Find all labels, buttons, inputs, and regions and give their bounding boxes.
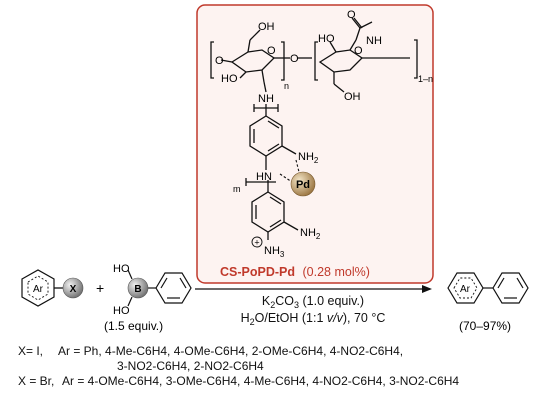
atom-oh-ring1: OH bbox=[258, 21, 275, 33]
pd-ball bbox=[290, 171, 316, 197]
atom-o-bridge: O bbox=[290, 53, 299, 65]
solvent-condition: H2O/EtOH (1:1 v/v), 70 °C bbox=[240, 311, 386, 327]
legend-iodides-cont: 3-NO2-C6H4, 2-NO2-C6H4 bbox=[117, 359, 264, 373]
boron-ho-bottom: HO bbox=[113, 305, 130, 317]
halide-label: X bbox=[70, 284, 77, 295]
atom-nh3: NH3 bbox=[264, 245, 285, 259]
product-yield: (70–97%) bbox=[459, 319, 511, 333]
atom-ho-ring2: HO bbox=[318, 33, 335, 45]
atom-nh2-top: NH2 bbox=[298, 151, 319, 165]
atom-ho-ring1: HO bbox=[221, 73, 238, 85]
charge-plus: + bbox=[254, 238, 259, 248]
atom-o-acetyl: O bbox=[347, 9, 356, 21]
pd-label: Pd bbox=[296, 179, 310, 191]
repeat-1-n: 1–n bbox=[418, 74, 433, 84]
phenylboronic-acid bbox=[127, 269, 192, 307]
boron-label: B bbox=[134, 284, 141, 295]
ar-label-left: Ar bbox=[33, 284, 44, 295]
reaction-arrow bbox=[195, 285, 432, 293]
boron-ho-top: HO bbox=[113, 263, 130, 275]
ar-label-right: Ar bbox=[460, 284, 471, 295]
atom-nh-link: NH bbox=[258, 93, 274, 105]
atom-nh-ring2: NH bbox=[366, 35, 382, 47]
atom-nh2-bottom: NH2 bbox=[300, 227, 321, 241]
repeat-n: n bbox=[284, 81, 289, 91]
repeat-m: m bbox=[233, 184, 241, 194]
base-condition: K2CO3 (1.0 equiv.) bbox=[261, 294, 365, 310]
chitosan-backbone bbox=[210, 17, 418, 93]
boronic-equiv: (1.5 equiv.) bbox=[104, 319, 163, 333]
biaryl-product bbox=[447, 272, 529, 304]
charge-circle bbox=[251, 236, 263, 248]
catalyst-label: CS-PoPD-Pd (0.28 mol%) bbox=[220, 265, 370, 279]
atom-hn: HN bbox=[256, 171, 272, 183]
atom-oh-ring2: OH bbox=[344, 91, 361, 103]
atom-o-ring1: O bbox=[267, 45, 276, 57]
aryl-halide bbox=[21, 269, 84, 307]
polyphenylenediamine-chain bbox=[245, 104, 299, 240]
plus-sign: + bbox=[96, 280, 104, 296]
boron-ball bbox=[127, 277, 149, 299]
atom-o-left: O bbox=[215, 55, 224, 67]
atom-o-ring2: O bbox=[354, 45, 363, 57]
legend-bromides: X = Br,Ar = 4-OMe-C6H4, 3-OMe-C6H4, 4-Me… bbox=[18, 374, 460, 388]
legend-iodides: X= I,Ar = Ph, 4-Me-C6H4, 4-OMe-C6H4, 2-O… bbox=[18, 344, 404, 358]
